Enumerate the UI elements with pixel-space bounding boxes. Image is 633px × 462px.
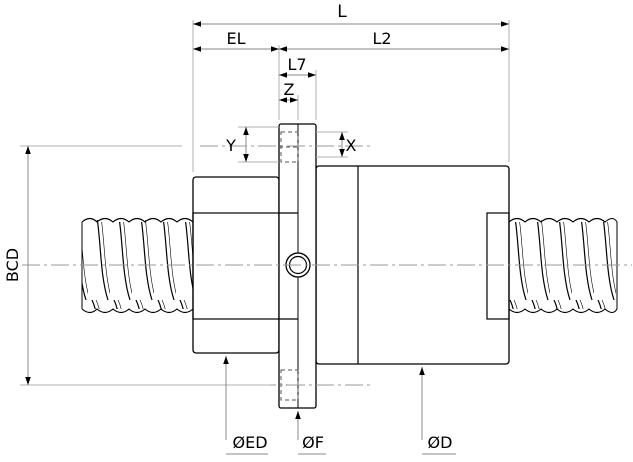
leader-D [419,367,456,455]
label-L7: L7 [287,55,306,74]
label-Y: Y [225,136,236,155]
label-Z: Z [284,80,295,99]
label-L: L [337,2,347,22]
label-ED: ØED [232,433,267,452]
label-D: ØD [428,433,453,452]
label-EL: EL [226,29,245,48]
leader-F [295,411,326,455]
leader-ED [223,356,268,455]
label-BCD: BCD [3,248,22,282]
label-F: ØF [302,433,324,452]
label-L2: L2 [372,29,391,48]
extension-lines [20,20,510,386]
label-X: X [346,136,357,155]
